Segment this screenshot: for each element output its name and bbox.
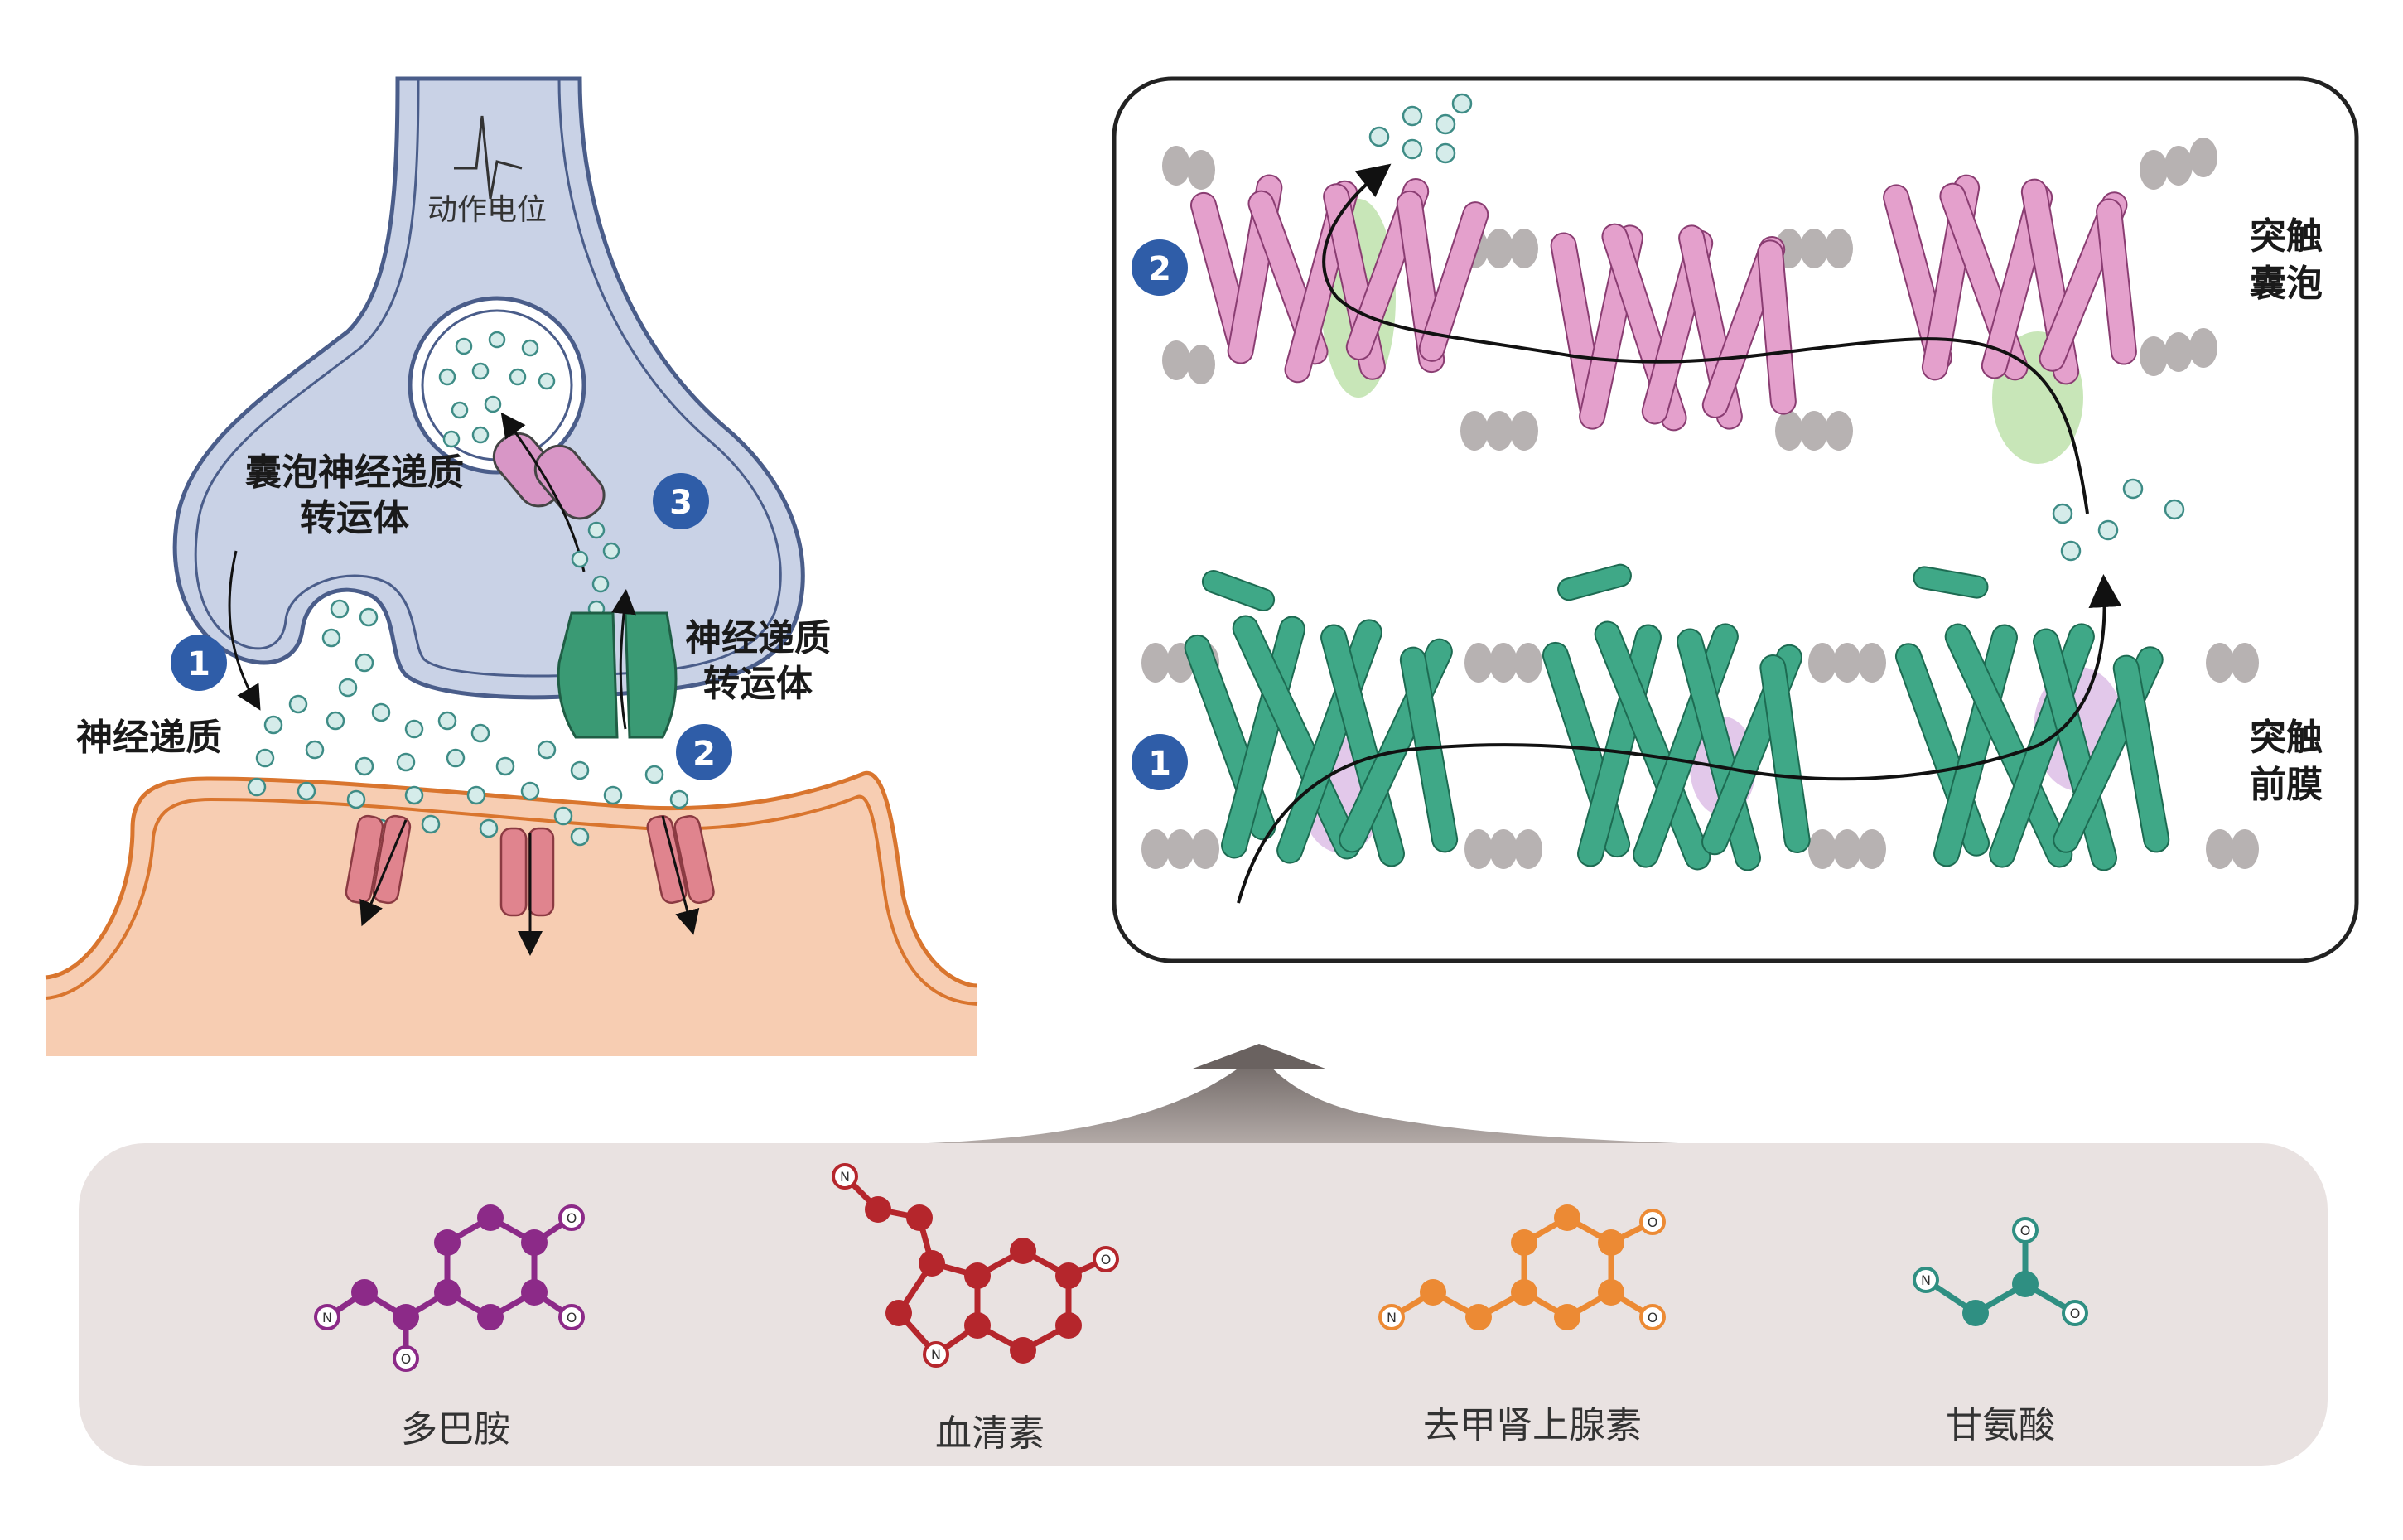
norepinephrine-o-label-2: O	[1648, 1310, 1658, 1325]
serotonin-n-label-ring: N	[931, 1347, 941, 1363]
vesicle-label-line1: 突触	[2250, 215, 2323, 258]
presynaptic-membrane-inner	[194, 77, 782, 678]
norepinephrine-o-label-1: O	[1648, 1214, 1658, 1230]
step-3-number: 3	[669, 484, 692, 522]
vesicle-neurotransmitters	[438, 331, 556, 448]
plasma-transporter-label-line1: 神经递质	[685, 617, 831, 659]
step-3-badge	[653, 473, 709, 529]
vesicle-panel-neurotransmitters	[1368, 93, 2185, 562]
dopamine-molecule: N O O O 多巴胺	[314, 1204, 585, 1451]
postsynaptic-receptors	[345, 814, 715, 956]
serotonin-name: 血清素	[935, 1412, 1045, 1455]
dopamine-name: 多巴胺	[401, 1408, 510, 1451]
serotonin-n-label-amine: N	[840, 1169, 850, 1185]
vesicular-transporter-label-line1: 囊泡神经递质	[245, 451, 464, 494]
glycine-o-label-2: O	[2070, 1306, 2081, 1321]
glycine-o-label-1: O	[2020, 1223, 2031, 1238]
plasma-transporter-label-line2: 转运体	[703, 663, 813, 705]
synaptic-vesicle	[408, 296, 586, 475]
cleft-neurotransmitters	[247, 599, 689, 847]
vesicular-structure-2	[1550, 223, 1797, 432]
vesicular-transporter-label-line2: 转运体	[300, 497, 409, 539]
plasma-structure-2	[1542, 563, 1811, 871]
molecule-panel: N O O O 多巴胺	[79, 1143, 2328, 1466]
presynaptic-badge-number: 1	[1148, 745, 1171, 783]
step-1-number: 1	[187, 645, 210, 683]
postsynaptic-membrane	[45, 770, 978, 988]
vesicle-membrane-bilayer	[1162, 138, 2217, 451]
step-2-badge	[676, 724, 732, 780]
action-potential-trace-icon	[454, 115, 523, 200]
action-potential-label: 动作电位	[427, 193, 547, 227]
plasma-structure-3	[1894, 566, 2170, 871]
plasma-transporter-structures	[1184, 563, 2170, 871]
synapse-schematic: 动作电位 3 囊泡神经递质 转运体	[45, 76, 978, 1056]
dopamine-o-label-2: O	[567, 1210, 577, 1226]
dopamine-o-label-1: O	[401, 1351, 412, 1367]
presynaptic-label-line2: 前膜	[2250, 764, 2323, 806]
molecule-panel-background	[79, 1143, 2328, 1466]
serotonin-molecule: N N O 血清素	[832, 1163, 1119, 1455]
presynaptic-membrane-bilayer	[1141, 643, 2259, 869]
vesicular-transport-arrow	[500, 412, 586, 572]
vesicle-badge-number: 2	[1148, 250, 1171, 288]
vesicular-structure-3	[1883, 174, 2137, 464]
dopamine-o-label-3: O	[567, 1310, 577, 1325]
plasma-membrane-transporter	[557, 611, 678, 739]
step-2-number: 2	[692, 735, 716, 773]
receptor-3	[646, 815, 715, 935]
receptor-1	[345, 814, 412, 927]
glycine-molecule: N O O 甘氨酸	[1913, 1217, 2088, 1446]
receptor-2	[499, 827, 555, 956]
presynaptic-transport-path	[1237, 574, 2122, 904]
vesicle-badge	[1132, 239, 1188, 296]
serotonin-o-label: O	[1101, 1252, 1112, 1267]
norepinephrine-n-label: N	[1387, 1310, 1397, 1325]
structure-panel: 2 突触 囊泡	[1112, 76, 2359, 963]
vesicle-label-line2: 囊泡	[2250, 263, 2323, 305]
funnel-arrowhead-icon	[1193, 1044, 1325, 1069]
norepinephrine-molecule: N O O 去甲肾上腺素	[1378, 1204, 1666, 1446]
presynaptic-label-line1: 突触	[2250, 717, 2323, 759]
glycine-n-label: N	[1921, 1272, 1931, 1288]
postsynaptic-membrane-inner	[45, 794, 978, 1006]
dopamine-n-label: N	[322, 1310, 332, 1325]
step-1-badge	[171, 635, 227, 691]
plasma-structure-1	[1184, 570, 1459, 867]
presynaptic-badge	[1132, 734, 1188, 790]
vesicle-transport-path	[1322, 163, 2089, 514]
vesicular-transporter-structures	[1190, 174, 2137, 464]
glycine-name: 甘氨酸	[1946, 1404, 2055, 1446]
neurotransmitter-label: 神经递质	[76, 717, 222, 759]
plasma-reuptake-arrow	[610, 589, 636, 730]
norepinephrine-name: 去甲肾上腺素	[1423, 1404, 1642, 1446]
funnel-connector	[928, 1052, 1822, 1151]
release-arrow	[228, 550, 261, 711]
